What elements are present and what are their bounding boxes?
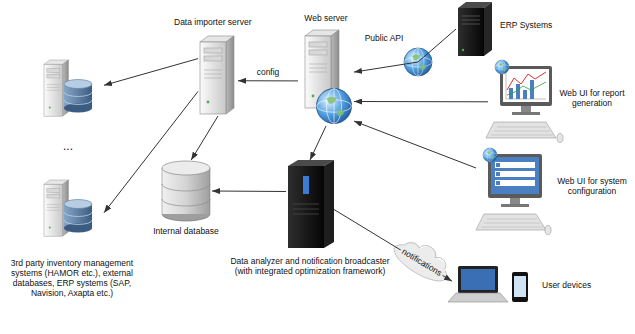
arrow-connector	[104, 91, 198, 212]
node-label: Data importer server	[174, 17, 274, 27]
node-label: ERP Systems	[500, 20, 590, 30]
arrow-connector	[354, 101, 488, 102]
edge-label: notifications	[398, 245, 445, 279]
arrow-connector	[191, 116, 218, 160]
arrow-connector	[354, 121, 476, 168]
importer-server: Data importer server	[198, 34, 238, 116]
arrow-connector	[104, 59, 198, 86]
arrow-connector	[354, 29, 456, 72]
edge-label: Public API	[363, 33, 406, 43]
internal-database: Internal database	[160, 160, 212, 222]
config-ui: Web UI for system configuration	[476, 150, 546, 240]
node-label: Web UI for system configuration	[556, 176, 628, 196]
edge-label: config	[255, 67, 282, 77]
user-devices: User devices	[452, 262, 532, 310]
node-label: User devices	[542, 280, 612, 290]
ellipsis-label: ...	[61, 141, 75, 151]
node-label: Internal database	[146, 226, 226, 236]
report-ui: Web UI for report generation	[488, 64, 554, 148]
web-server: Web server	[298, 28, 354, 126]
arrow-connector	[238, 80, 298, 81]
arrow-connector	[310, 126, 326, 160]
arrow-connector	[212, 191, 286, 193]
node-label: Web UI for report generation	[556, 88, 628, 108]
node-label: Data analyzer and notification broadcast…	[230, 256, 390, 276]
erp-server: ERP Systems	[456, 2, 492, 56]
analyzer-server: Data analyzer and notification broadcast…	[286, 160, 334, 250]
node-label: Web server	[292, 13, 360, 23]
node-label: 3rd party inventory management systems (…	[6, 258, 138, 298]
